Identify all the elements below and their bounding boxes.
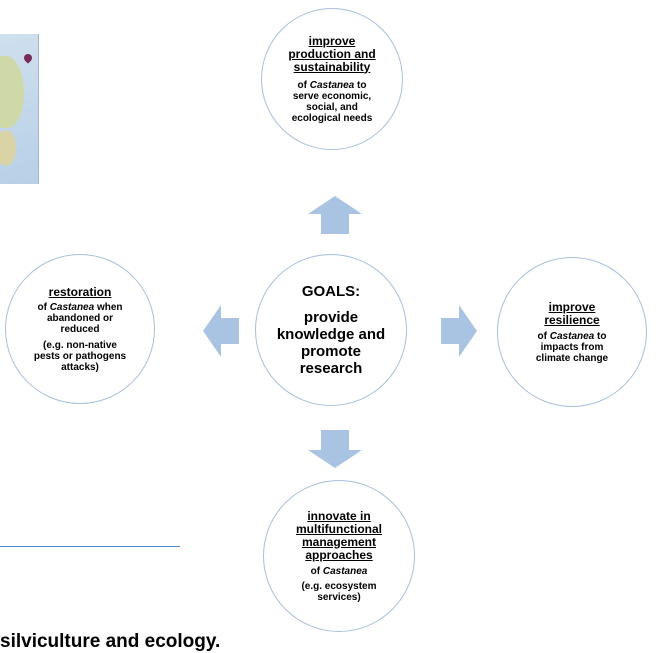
center-line: knowledge and <box>276 326 386 343</box>
of-text: of <box>537 330 550 342</box>
center-title: GOALS: <box>301 283 361 300</box>
map-landmass <box>0 56 24 128</box>
goal-text-line: (e.g. ecosystem <box>301 580 377 592</box>
castanea-text: Castanea <box>49 301 95 313</box>
goal-text-line: (e.g. non-native <box>43 339 117 351</box>
castanea-text: Castanea <box>322 565 368 577</box>
heading-line: multifunctional <box>296 521 382 536</box>
goal-heading: innovate in multifunctional management a… <box>296 508 382 562</box>
of-text: of <box>310 565 323 577</box>
map-landmass-south <box>0 130 16 166</box>
heading-line: management <box>301 534 377 549</box>
goal-text-line: climate change <box>535 352 609 364</box>
goal-text-line: of Castanea <box>311 566 368 577</box>
production-goal-circle: improve production and sustainability of… <box>261 8 403 150</box>
goal-text-line: attacks) <box>61 361 99 373</box>
goal-text-line: of Castanea to <box>538 331 607 342</box>
arrow-left-shape <box>203 305 239 357</box>
goal-text-line: of Castanea to <box>298 80 367 91</box>
center-line: promote <box>301 343 361 360</box>
goal-text-line: pests or pathogens <box>33 350 127 362</box>
heading-line: innovate in <box>307 508 371 523</box>
of-text: of <box>37 301 50 313</box>
heading-line: resilience <box>544 312 600 327</box>
after-text: to <box>594 330 607 342</box>
heading-line: sustainability <box>293 59 371 74</box>
of-text: of <box>297 79 310 91</box>
goal-text-line: reduced <box>60 323 100 335</box>
arrow-left <box>203 305 239 357</box>
map-thumbnail <box>0 34 39 184</box>
goal-text-line: impacts from <box>540 341 604 353</box>
goal-text-line: services) <box>317 591 361 603</box>
goal-heading: improve production and sustainability <box>288 33 376 74</box>
after-text: when <box>94 301 123 313</box>
center-goals-circle: GOALS: provide knowledge and promote res… <box>255 254 407 406</box>
goal-text-line: serve economic, <box>292 90 372 102</box>
goal-heading: restoration <box>48 284 112 299</box>
castanea-text: Castanea <box>549 330 595 342</box>
heading-line: improve <box>548 299 596 314</box>
castanea-text: Castanea <box>309 79 355 91</box>
center-line: provide <box>303 309 359 326</box>
goal-text-line: ecological needs <box>291 112 373 124</box>
arrow-right-shape <box>441 305 477 357</box>
arrow-up-shape <box>308 196 362 234</box>
heading-line: improve <box>308 33 356 48</box>
background-text-fragment: silviculture and ecology. <box>0 631 221 652</box>
divider-rule <box>0 546 180 547</box>
arrow-right <box>441 305 477 357</box>
goal-text-line: abandoned or <box>46 312 114 324</box>
arrow-up <box>308 196 362 234</box>
goal-text-line: of Castanea when <box>37 302 122 313</box>
management-goal-circle: innovate in multifunctional management a… <box>263 480 415 632</box>
goal-heading: improve resilience <box>544 299 600 327</box>
heading-line: production and <box>288 46 376 61</box>
arrow-down-shape <box>308 430 362 468</box>
heading-line: approaches <box>305 547 373 562</box>
after-text: to <box>354 79 367 91</box>
goal-text-line: social, and <box>306 101 358 113</box>
restoration-goal-circle: restoration of Castanea when abandoned o… <box>5 254 155 404</box>
map-pin-icon <box>22 52 34 64</box>
resilience-goal-circle: improve resilience of Castanea to impact… <box>497 257 647 407</box>
arrow-down <box>308 430 362 468</box>
center-line: research <box>299 360 363 377</box>
